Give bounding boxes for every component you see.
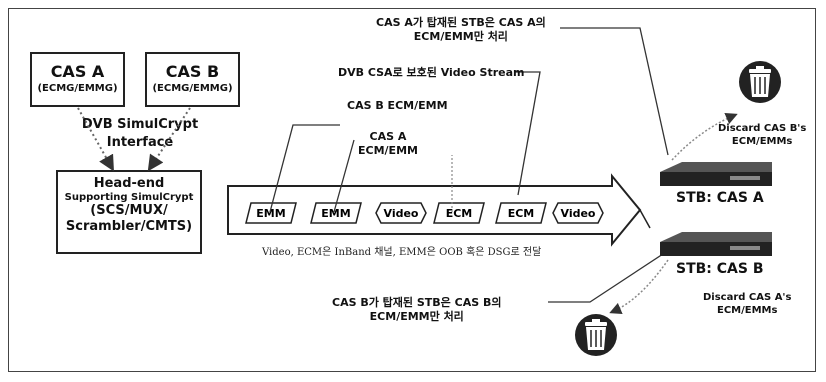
callout-cas-a-subscriber-line2: ECM/EMM만 처리: [376, 30, 546, 44]
discard-b-line1: Discard CAS A's: [703, 291, 791, 304]
discard-a-line2: ECM/EMMs: [718, 135, 806, 148]
packet-video-label: Video: [384, 207, 419, 220]
callout-line-dvb-csa: [516, 72, 540, 195]
discard-b-line2: ECM/EMMs: [703, 304, 791, 317]
callout-line-stb-b: [548, 252, 666, 302]
packet-ecm-label: ECM: [508, 207, 535, 220]
arrow-stream-to-stb-b: [640, 210, 650, 228]
callout-cas-b-ecm-emm: CAS B ECM/EMM: [347, 99, 448, 112]
callout-cas-a-subscriber: CAS A가 탑재된 STB은 CAS A의 ECM/EMM만 처리: [376, 16, 546, 44]
callout-cas-b-subscriber-line2: ECM/EMM만 처리: [332, 310, 501, 324]
callout-cas-a-line2: ECM/EMM: [358, 144, 418, 158]
discard-a-line1: Discard CAS B's: [718, 122, 806, 135]
callout-cas-a-line1: CAS A: [358, 130, 418, 144]
discard-arrow-b: [612, 260, 668, 312]
callout-cas-b-subscriber-line1: CAS B가 탑재된 STB은 CAS B의: [332, 296, 501, 310]
settop-box-icon: [660, 162, 772, 186]
discard-note-b: Discard CAS A's ECM/EMMs: [703, 291, 791, 317]
trash-can-icon: [739, 61, 781, 103]
packet-ecm-label: ECM: [446, 207, 473, 220]
packet-emm-label: EMM: [321, 207, 350, 220]
callout-dvb-csa: DVB CSA로 보호된 Video Stream: [338, 64, 524, 80]
arrow-cas-a-to-headend: [78, 108, 112, 168]
settop-box-icon: [660, 232, 772, 256]
callout-cas-a-ecm-emm: CAS A ECM/EMM: [358, 130, 418, 158]
callout-cas-a-subscriber-line1: CAS A가 탑재된 STB은 CAS A의: [376, 16, 546, 30]
stb-a-label: STB: CAS A: [676, 190, 764, 206]
trash-can-icon: [575, 314, 617, 356]
stb-b-label: STB: CAS B: [676, 261, 764, 277]
callout-line-stb-a: [560, 28, 668, 155]
packet-video-label: Video: [561, 207, 596, 220]
arrow-cas-b-to-headend: [150, 108, 190, 168]
discard-note-a: Discard CAS B's ECM/EMMs: [718, 122, 806, 148]
callout-cas-b-subscriber: CAS B가 탑재된 STB은 CAS B의 ECM/EMM만 처리: [332, 296, 501, 324]
stream-note: Video, ECM은 InBand 채널, EMM은 OOB 혹은 DSG로 …: [262, 243, 541, 258]
